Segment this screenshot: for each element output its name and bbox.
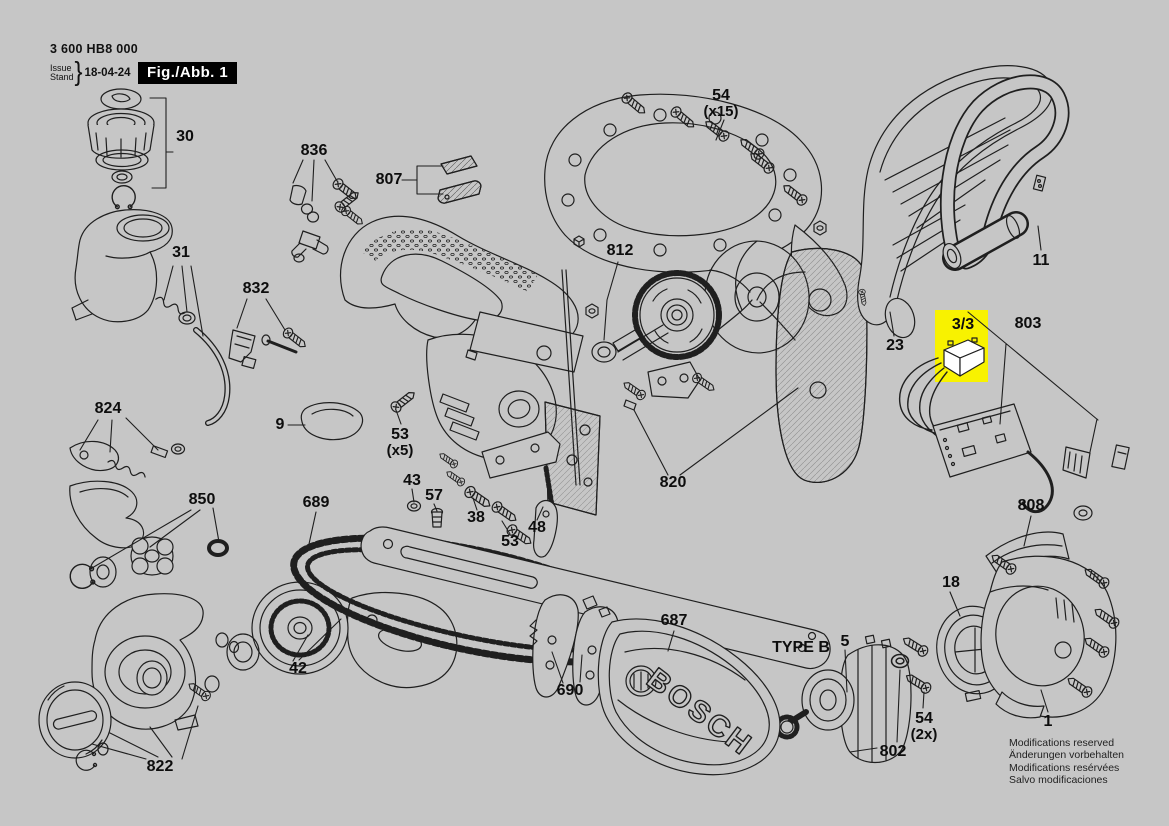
mount-plate-drawing: [620, 361, 718, 411]
part-label-689: 689: [302, 493, 330, 511]
issue-word-2: Stand: [50, 72, 74, 82]
part-label-42: 42: [289, 659, 307, 677]
oil-cap-assembly-drawing: [87, 88, 155, 211]
sprocket-cover-drawing: [38, 593, 213, 771]
sprocket-wheel-drawing: [159, 581, 458, 720]
part-label-824: 824: [94, 399, 122, 417]
part-label-850: 850: [188, 490, 216, 508]
oiler-parts-drawing: [289, 176, 366, 263]
motor-housing-drawing: [980, 555, 1117, 719]
part-label-1: 1: [1043, 712, 1053, 730]
micro-switch-drawing: [898, 337, 985, 445]
part-label-687: 687: [660, 611, 688, 629]
part-label-54x2: 54(2x): [910, 710, 938, 744]
part-label-802: 802: [879, 742, 907, 760]
type-number: 3 600 HB8 000: [50, 42, 138, 56]
part-label-822: 822: [146, 757, 174, 775]
part-label-807: 807: [375, 170, 403, 188]
part-label-23: 23: [886, 336, 904, 354]
part-label-11: 11: [1032, 251, 1050, 269]
part-label-3-3: 3/3: [951, 315, 975, 333]
issue-brace: }: [74, 57, 83, 88]
part-label-18: 18: [942, 573, 960, 591]
part-label-57: 57: [425, 486, 443, 504]
part-label-812: 812: [606, 241, 634, 259]
header: 3 600 HB8 000 Issue Stand } 18-04-24: [50, 42, 138, 87]
clamp-parts-drawing: [228, 325, 310, 369]
part-label-836: 836: [300, 141, 328, 159]
part-label-832: 832: [242, 279, 270, 297]
footer-note: Modifications reserved: [1009, 737, 1115, 749]
chain-cover-drawing: [582, 595, 781, 776]
part-label-54x15: 54(x15): [703, 87, 739, 121]
sticker-set-drawing: [437, 155, 482, 204]
issue-word-1: Issue: [50, 63, 72, 73]
part-label-690: 690: [556, 681, 584, 699]
handle-loop-drawing: [939, 74, 1070, 271]
part-label-53b: 53: [501, 532, 519, 550]
oil-tank-drawing: [71, 209, 231, 426]
part-label-808: 808: [1017, 496, 1045, 514]
footer-note: Modifications resérvées: [1009, 761, 1120, 774]
part-label-5: 5: [840, 632, 850, 650]
part-label-43: 43: [403, 471, 421, 489]
footer-note: Salvo modificaciones: [1009, 774, 1108, 787]
part-label-48: 48: [528, 518, 546, 536]
part-label-30: 30: [176, 127, 194, 145]
issue-date: 18-04-24: [84, 67, 131, 79]
footer-notes: Modifications reserved Änderungen vorbeh…: [1009, 737, 1124, 787]
clutch-parts-drawing: [69, 536, 229, 590]
part-label-38: 38: [467, 508, 485, 526]
figure-label: Fig./Abb. 1: [138, 62, 238, 84]
gear-drawing: [591, 270, 722, 363]
part-label-53x5: 53(x5): [386, 426, 414, 460]
wedge-plate-drawing: [300, 402, 364, 441]
leader-lines: [79, 97, 1099, 760]
pcb-module-drawing: [932, 403, 1130, 521]
brake-lever-drawing: [69, 440, 186, 549]
part-label-31: 31: [172, 243, 190, 261]
part-label-9: 9: [275, 415, 285, 433]
part-label-820: 820: [659, 473, 687, 491]
guide-bar-drawing: [360, 526, 831, 670]
part-label-803: 803: [1014, 314, 1042, 332]
front-housing-drawing: [340, 215, 584, 486]
bosch-roundel-icon: [625, 665, 657, 697]
motor-drawing: [774, 633, 934, 764]
part-label-typeb: TYPE B: [772, 638, 830, 656]
footer-note: Änderungen vorbehalten: [1009, 749, 1125, 762]
